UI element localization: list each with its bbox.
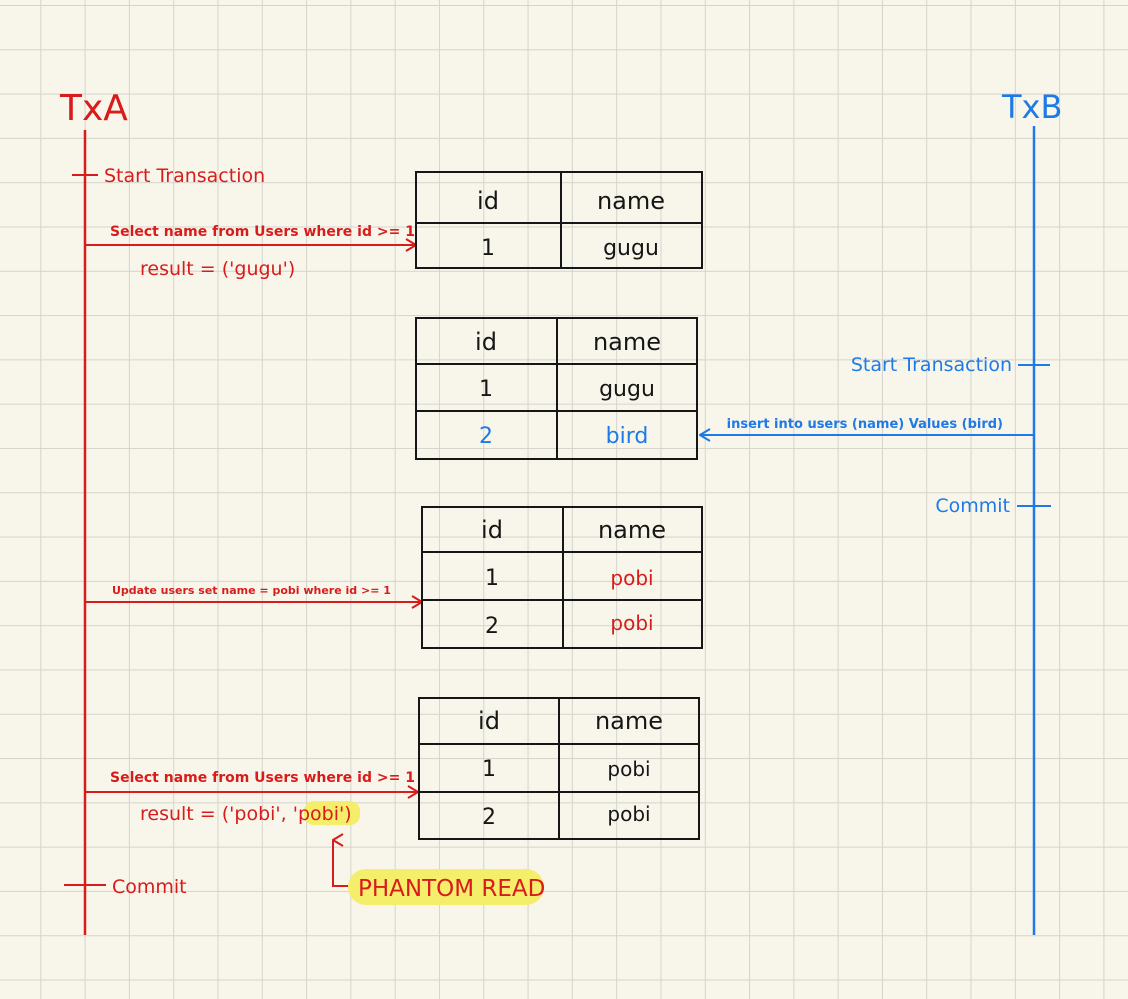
- txa-label: TxA: [59, 88, 128, 129]
- phantom-read-label: PHANTOM READ: [358, 876, 545, 902]
- txb-start-label: Start Transaction: [851, 354, 1012, 376]
- txa-result2-label: result = ('pobi', 'pobi'): [140, 803, 352, 825]
- table-3-header-id: id: [481, 516, 503, 544]
- table-4-header-id: id: [478, 707, 500, 735]
- txa-update-label: Update users set name = pobi where id >=…: [112, 584, 391, 597]
- table-2: id name 1 gugu 2 bird: [415, 317, 698, 460]
- txa-commit-label: Commit: [112, 876, 187, 898]
- txa-select2-label: Select name from Users where id >= 1: [110, 770, 415, 786]
- table-2-header-id: id: [475, 328, 497, 356]
- table-2-row1-name: gugu: [599, 377, 655, 402]
- table-4-row2-name: pobi: [607, 802, 650, 826]
- table-2-row1-id: 1: [479, 377, 493, 402]
- table-2-row2-name: bird: [606, 424, 649, 449]
- table-1-header-id: id: [477, 187, 499, 215]
- table-2-header-name: name: [593, 328, 661, 356]
- table-3-header-name: name: [598, 516, 666, 544]
- table-4-row1-name: pobi: [607, 757, 650, 781]
- table-3-row1-id: 1: [485, 566, 499, 591]
- table-1: id name 1 gugu: [415, 171, 703, 269]
- table-4-header-name: name: [595, 707, 663, 735]
- table-1-row1-name: gugu: [603, 236, 659, 261]
- phantom-read-pointer: [332, 840, 352, 887]
- table-3-row1-name: pobi: [610, 566, 653, 590]
- table-1-header-name: name: [597, 187, 665, 215]
- table-3-row2-name: pobi: [610, 611, 653, 635]
- txb-insert-label: insert into users (name) Values (bird): [727, 417, 1003, 432]
- table-1-row1-id: 1: [481, 236, 495, 261]
- txa-select1-label: Select name from Users where id >= 1: [110, 224, 415, 240]
- phantom-value-highlight: [304, 801, 360, 825]
- txa-result1-label: result = ('gugu'): [140, 258, 295, 280]
- txb-commit-label: Commit: [935, 495, 1010, 517]
- table-3-row2-id: 2: [485, 614, 499, 639]
- table-4: id name 1 pobi 2 pobi: [418, 697, 700, 840]
- txa-start-label: Start Transaction: [104, 165, 265, 187]
- txb-label: TxB: [1001, 88, 1062, 126]
- table-3: id name 1 pobi 2 pobi: [421, 506, 703, 649]
- table-4-row2-id: 2: [482, 805, 496, 830]
- table-4-row1-id: 1: [482, 757, 496, 782]
- table-2-row2-id: 2: [479, 424, 493, 449]
- phantom-read-highlight: [348, 869, 544, 905]
